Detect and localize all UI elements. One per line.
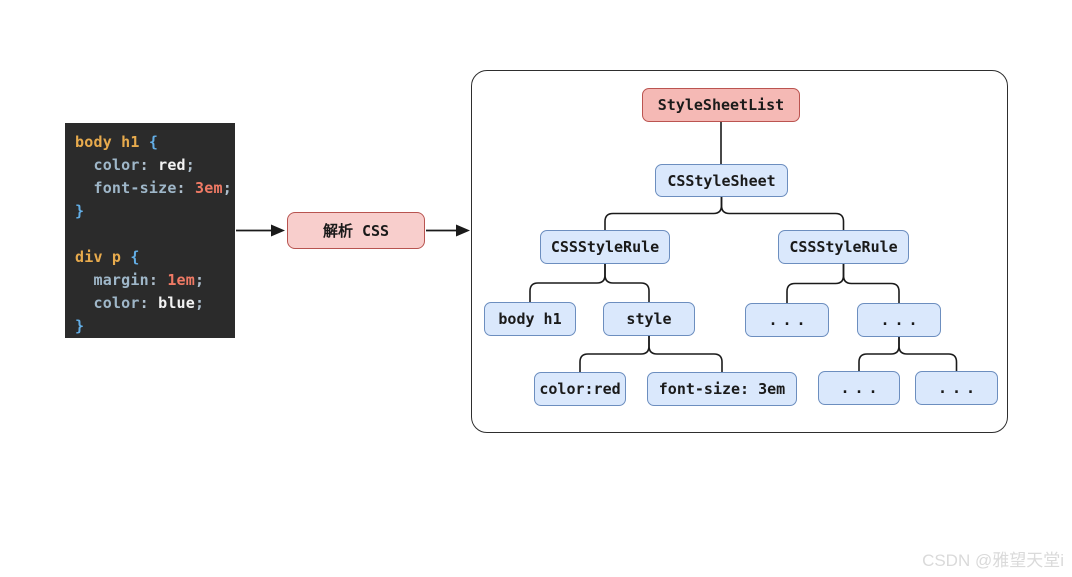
code-line: color: blue; (75, 292, 235, 315)
code-token-punct: : (176, 179, 196, 197)
code-token-plain (75, 294, 93, 312)
tree-node-decl1: color:red (534, 372, 626, 406)
code-token-punct: ; (185, 156, 196, 174)
tree-node-dots2: ... (857, 303, 941, 337)
code-token-punct: ; (222, 179, 232, 197)
code-line: margin: 1em; (75, 269, 235, 292)
arrowhead-icon (271, 224, 285, 237)
tree-node-dots1: ... (745, 303, 829, 337)
code-token-brace: { (130, 248, 140, 266)
tree-edge-rule2-dots1 (786, 263, 845, 304)
tree-edge-stylesheet-rule2 (720, 196, 845, 231)
code-token-brace: } (75, 202, 85, 220)
tree-edge-rule1-selector1 (529, 263, 606, 303)
code-token-number: 3em (195, 179, 223, 197)
tree-node-dots4: ... (915, 371, 998, 405)
code-line: } (75, 200, 235, 223)
tree-edge-style1-decl1 (579, 335, 650, 373)
code-token-selector: body h1 (75, 133, 140, 151)
code-token-brace: { (148, 133, 159, 151)
code-token-brace: } (75, 317, 85, 335)
code-token-plain (75, 271, 93, 289)
tree-edge-stylesheet-rule1 (604, 196, 723, 231)
tree-node-rule1: CSSStyleRule (540, 230, 670, 264)
tree-edge-rule2-dots2 (842, 263, 900, 304)
flow-arrow-left (236, 224, 285, 237)
arrowhead-icon (456, 224, 470, 237)
css-source-code-block: body h1 { color: red; font-size: 3em;} di… (65, 123, 235, 338)
parse-css-node: 解析 CSS (287, 212, 425, 249)
tree-node-selector1: body h1 (484, 302, 576, 336)
code-token-property: color (93, 156, 140, 174)
code-line: div p { (75, 246, 235, 269)
tree-node-dots3: ... (818, 371, 900, 405)
tree-node-rule2: CSSStyleRule (778, 230, 909, 264)
code-token-value: blue (158, 294, 196, 312)
code-token-plain (140, 133, 149, 151)
code-token-punct: : (139, 294, 159, 312)
code-line (75, 223, 235, 246)
tree-node-style1: style (603, 302, 695, 336)
code-token-punct: ; (195, 271, 205, 289)
code-token-property: font-size (93, 179, 177, 197)
code-token-selector: div p (75, 248, 122, 266)
code-line: } (75, 315, 235, 338)
tree-edge-dots2-dots4 (898, 336, 958, 372)
code-token-punct: : (148, 271, 168, 289)
code-token-property: margin (93, 271, 149, 289)
tree-edge-dots2-dots3 (858, 336, 900, 372)
code-line: body h1 { (75, 131, 235, 154)
code-line: color: red; (75, 154, 235, 177)
tree-node-decl2: font-size: 3em (647, 372, 797, 406)
code-line: font-size: 3em; (75, 177, 235, 200)
tree-edge-style1-decl2 (648, 335, 723, 373)
code-token-punct: ; (195, 294, 205, 312)
tree-edge-rule1-style1 (604, 263, 650, 303)
code-token-property: color (93, 294, 140, 312)
code-token-number: 1em (167, 271, 196, 289)
flow-arrow-right (426, 224, 470, 237)
code-token-plain (75, 156, 93, 174)
tree-node-stylesheet: CSStyleSheet (655, 164, 788, 197)
code-token-plain (121, 248, 130, 266)
watermark: CSDN @雅望天堂i (922, 551, 1064, 570)
code-token-plain (75, 179, 93, 197)
code-token-punct: : (139, 156, 159, 174)
tree-node-stylesheetlist: StyleSheetList (642, 88, 800, 122)
code-token-value: red (158, 156, 186, 174)
